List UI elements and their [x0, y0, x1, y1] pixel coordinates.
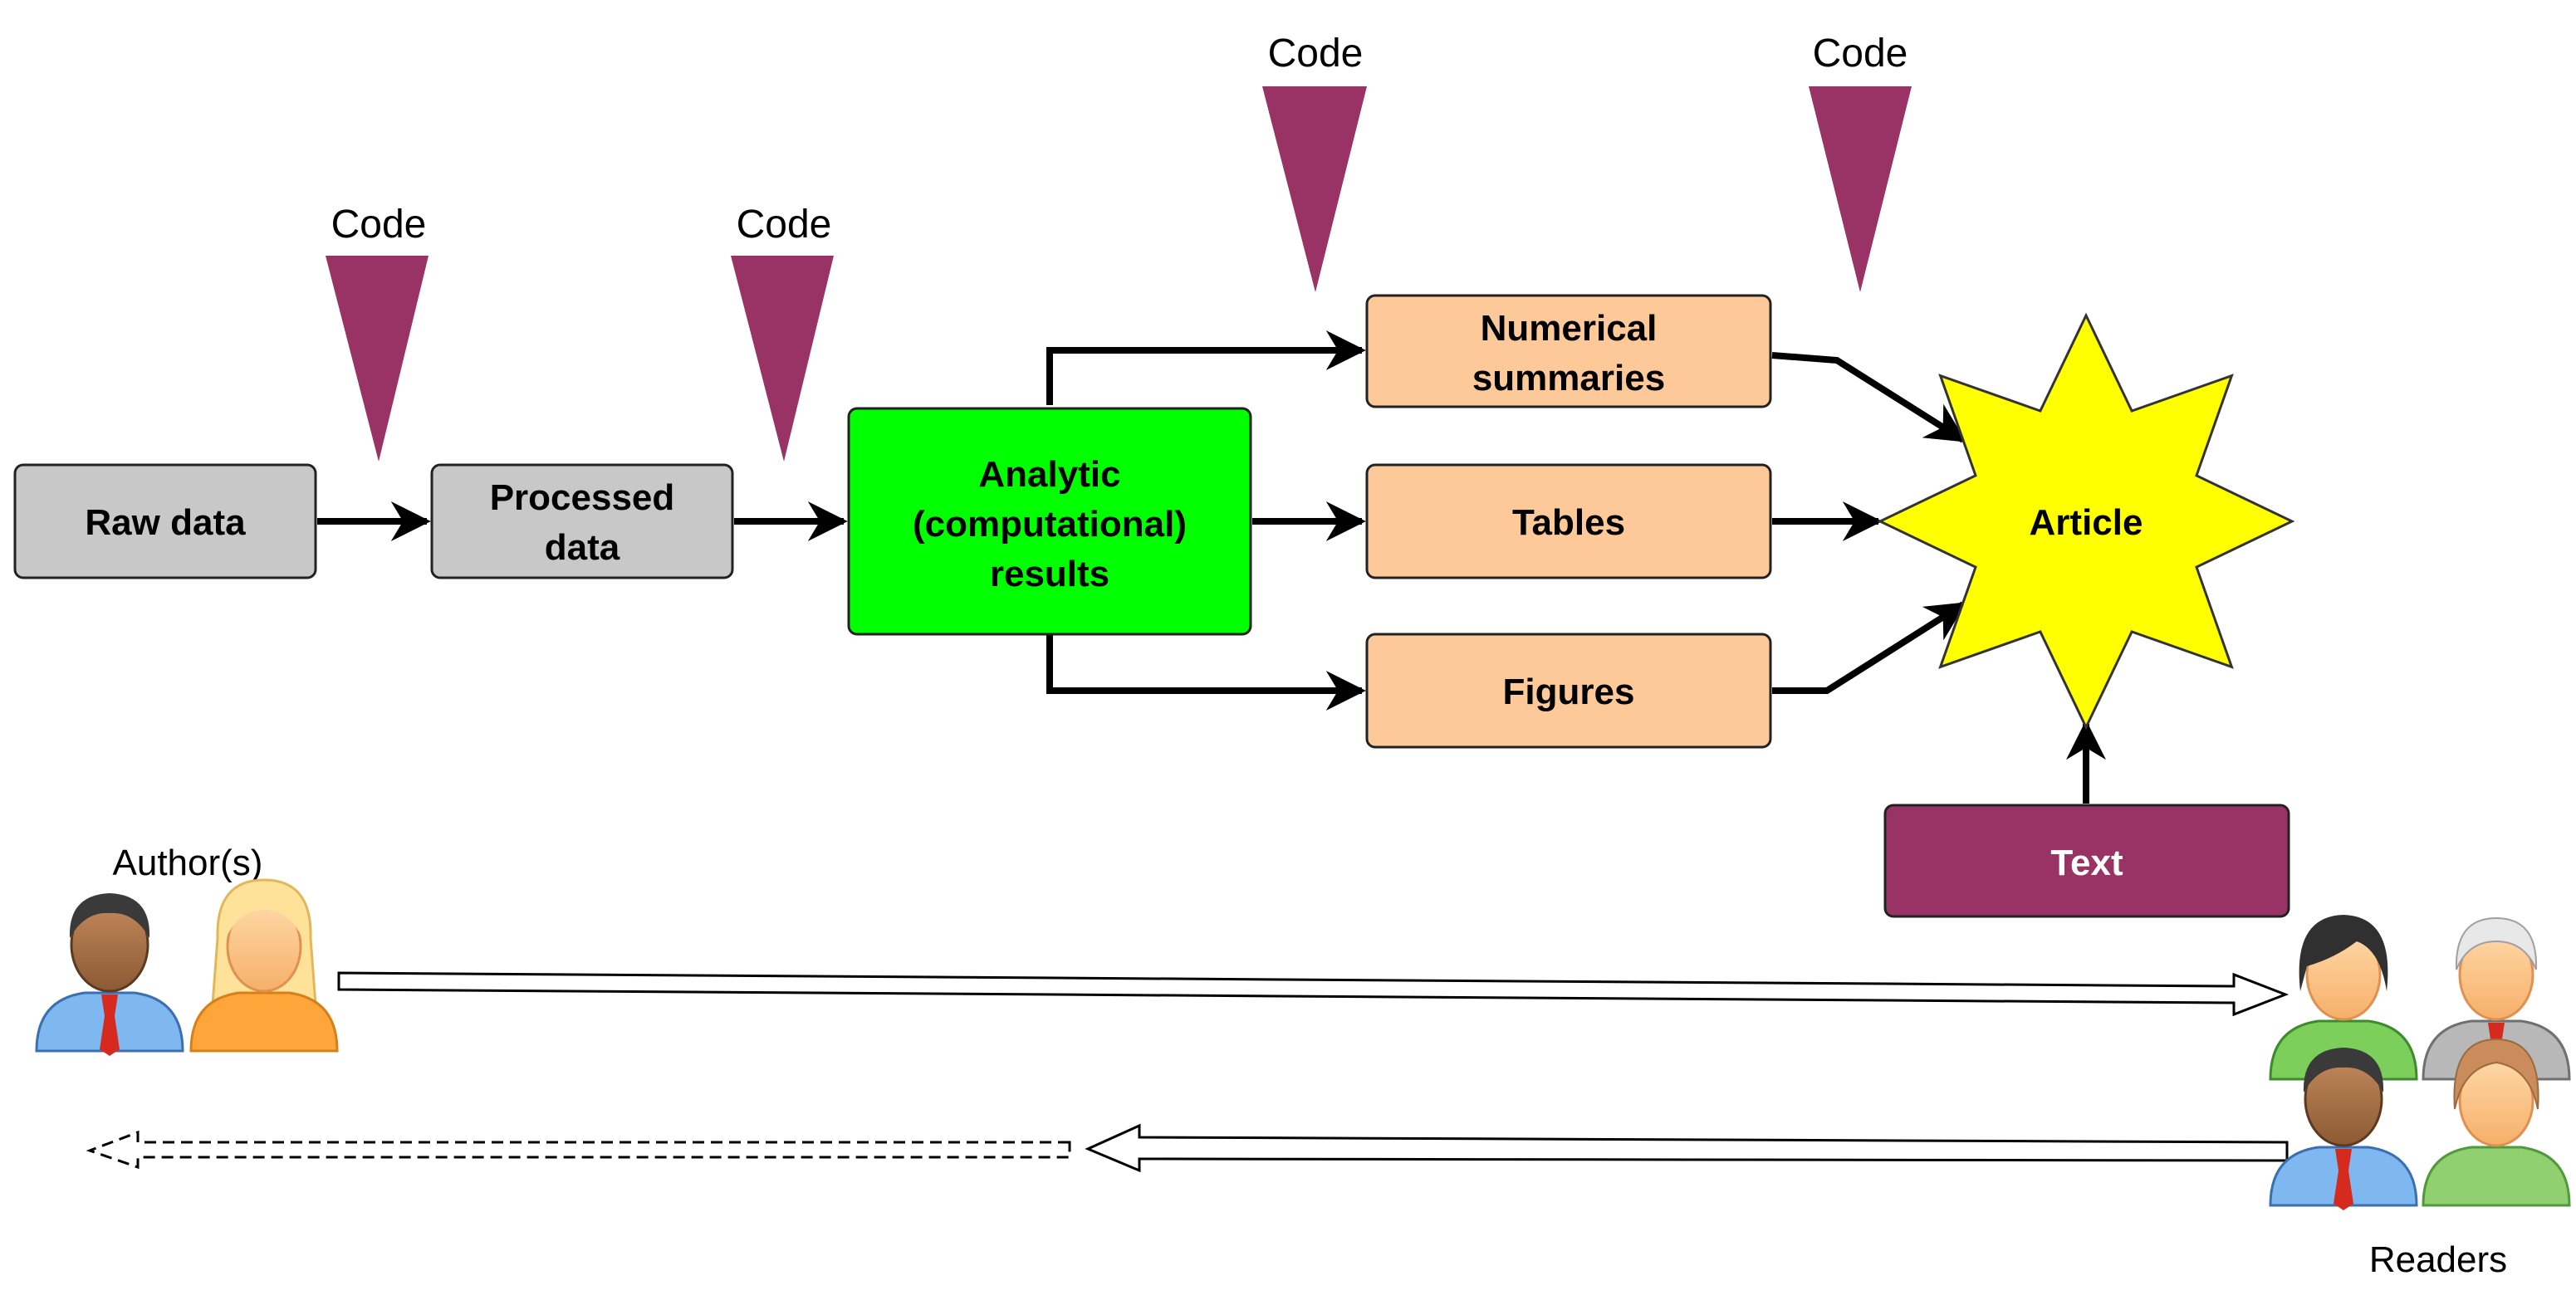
code-marker-4: Code: [1809, 32, 1912, 292]
analytic-label-line-1: Analytic: [978, 454, 1120, 495]
processed-data-label-line-1: Processed: [490, 477, 675, 518]
code-label: Code: [737, 203, 832, 247]
code-triangle: [1262, 86, 1367, 292]
readers-to-authors-arrow: [1085, 1123, 2289, 1173]
person-icon: [2269, 1048, 2418, 1210]
code-triangle: [731, 256, 834, 462]
arrow-figures-to-article: [1772, 601, 1967, 694]
text-box: Text: [1883, 804, 2290, 918]
code-label: Code: [1813, 32, 1908, 76]
tables-label: Tables: [1512, 502, 1625, 543]
readers-to-authors-dashed-arrow: [86, 1130, 1071, 1170]
analytic-label-line-2: (computational): [913, 504, 1187, 545]
raw-data-box: Raw data: [13, 463, 317, 579]
tables-box: Tables: [1365, 463, 1772, 579]
text-label: Text: [2050, 843, 2123, 883]
code-marker-3: Code: [1262, 32, 1367, 292]
numerical-label-line-1: Numerical: [1481, 308, 1658, 349]
code-triangle: [326, 256, 429, 462]
figures-box: Figures: [1365, 633, 1772, 749]
code-label: Code: [331, 203, 427, 247]
arrow-analytic-to-numerical: [1046, 330, 1366, 405]
analytic-label-line-3: results: [990, 554, 1109, 594]
person-icon: [189, 878, 339, 1053]
star-shape: [1877, 312, 2295, 731]
arrow-numerical-to-article: [1771, 352, 1967, 443]
authors-to-readers-arrow: [337, 971, 2290, 1017]
numerical-summaries-box: Numerical summaries: [1365, 294, 1772, 408]
authors-label: Author(s): [113, 843, 263, 883]
article-star: Article: [1877, 312, 2295, 731]
flow-arrows: [86, 971, 2290, 1173]
raw-data-label: Raw data: [85, 502, 246, 543]
article-label: Article: [2030, 502, 2143, 543]
code-label: Code: [1268, 32, 1364, 76]
person-icon: [2269, 915, 2418, 1081]
arrow-analytic-to-figures: [1046, 634, 1366, 711]
code-triangle: [1809, 86, 1912, 292]
processed-data-box: Processed data: [430, 463, 734, 579]
person-icon: [2422, 1038, 2571, 1207]
person-icon: [35, 893, 184, 1056]
connectors: [317, 330, 2106, 804]
processed-data-label-line-2: data: [545, 527, 620, 568]
readers-label: Readers: [2369, 1239, 2507, 1280]
analytic-results-box: Analytic (computational) results: [847, 407, 1252, 636]
numerical-label-line-2: summaries: [1472, 358, 1665, 398]
code-marker-2: Code: [731, 203, 834, 462]
code-marker-1: Code: [326, 203, 429, 462]
figures-label: Figures: [1503, 672, 1635, 712]
